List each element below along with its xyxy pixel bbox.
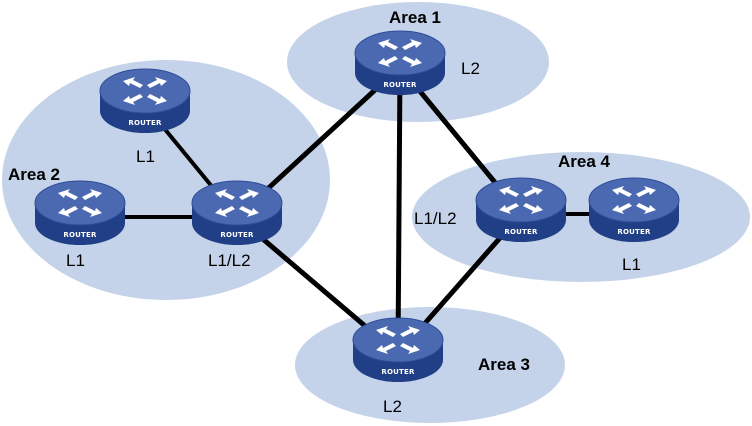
router-device-label: ROUTER <box>383 81 417 89</box>
router-top <box>99 68 191 114</box>
router-device-label: ROUTER <box>128 119 162 127</box>
router-r-a1[interactable]: ROUTER <box>354 30 446 95</box>
role-label-r-a4-right: L1 <box>622 255 641 274</box>
router-top <box>588 177 680 223</box>
role-label-r-a2-border: L1/L2 <box>208 251 251 270</box>
link-r-a1-to-r-a3 <box>395 66 403 355</box>
area-2-label: Area 2 <box>8 165 60 184</box>
router-r-a2-border[interactable]: ROUTER <box>191 180 283 245</box>
role-label-r-a3: L2 <box>383 397 402 416</box>
router-device-label: ROUTER <box>220 231 254 239</box>
role-label-r-a4-border: L1/L2 <box>414 209 457 228</box>
router-top <box>191 180 283 226</box>
area-3-label: Area 3 <box>478 355 530 374</box>
router-device-label: ROUTER <box>504 228 538 236</box>
router-top <box>352 317 444 363</box>
router-r-a2-top[interactable]: ROUTER <box>99 68 191 133</box>
role-label-r-a2-top: L1 <box>136 147 155 166</box>
router-r-a2-left[interactable]: ROUTER <box>34 180 126 245</box>
routers-layer: ROUTER ROUTER ROUTER ROUTER ROUTER ROUTER ROUT… <box>34 30 680 382</box>
router-top <box>475 177 567 223</box>
router-device-label: ROUTER <box>381 368 415 376</box>
area-4-region <box>412 152 750 282</box>
role-label-r-a1: L2 <box>461 59 480 78</box>
role-label-r-a2-left: L1 <box>66 251 85 270</box>
router-top <box>34 180 126 226</box>
router-r-a4-right[interactable]: ROUTER <box>588 177 680 242</box>
router-device-label: ROUTER <box>63 231 97 239</box>
router-r-a3[interactable]: ROUTER <box>352 317 444 382</box>
area-1-label: Area 1 <box>389 8 441 27</box>
router-top <box>354 30 446 76</box>
area-4-label: Area 4 <box>558 152 611 171</box>
router-r-a4-border[interactable]: ROUTER <box>475 177 567 242</box>
router-device-label: ROUTER <box>617 228 651 236</box>
